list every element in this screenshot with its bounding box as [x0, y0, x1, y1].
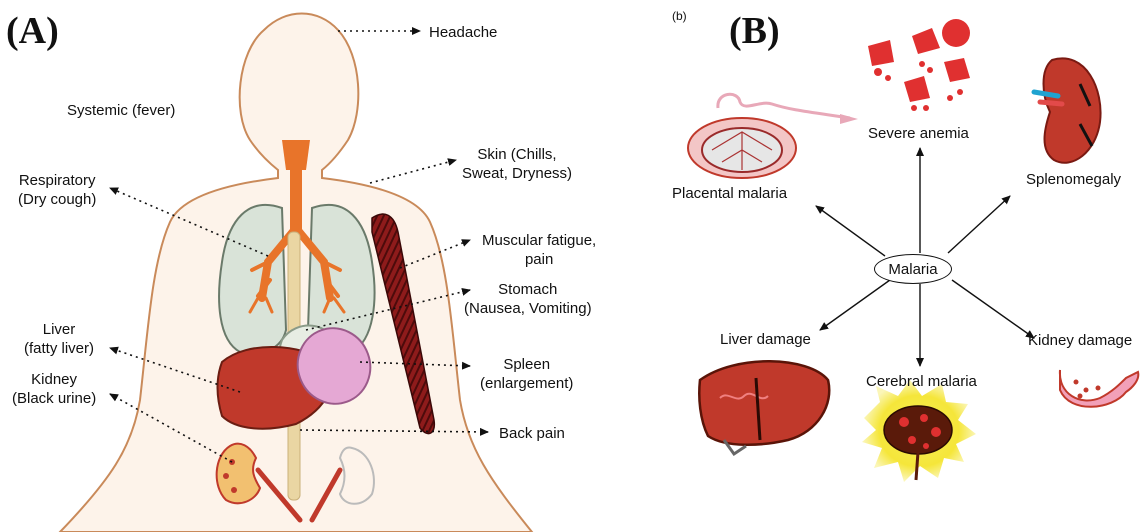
label-liver-damage: Liver damage [720, 330, 811, 349]
damaged-kidney-illustration [1060, 370, 1138, 407]
label-kidney: Kidney (Black urine) [12, 370, 96, 408]
label-headache: Headache [429, 23, 497, 42]
label-skin: Skin (Chills, Sweat, Dryness) [462, 145, 572, 183]
label-muscular-line-1: Muscular fatigue, [482, 231, 596, 250]
label-liver-line-1: Liver [24, 320, 94, 339]
arrow-liver-damage [820, 280, 890, 330]
damaged-liver-illustration [699, 361, 829, 454]
label-severe-anemia: Severe anemia [868, 124, 969, 143]
label-liver: Liver (fatty liver) [24, 320, 94, 358]
label-muscular-line-2: pain [482, 250, 596, 269]
label-respiratory-line-1: Respiratory [18, 171, 96, 190]
label-stomach-line-1: Stomach [464, 280, 592, 299]
panel-b-label: (B) [729, 12, 780, 50]
panel-a-label: (A) [6, 12, 59, 50]
brain-illustration [862, 380, 976, 482]
label-spleen-line-1: Spleen [480, 355, 573, 374]
pointer-skin [370, 160, 456, 183]
label-systemic-fever: Systemic (fever) [67, 101, 175, 120]
label-respiratory-line-2: (Dry cough) [18, 190, 96, 209]
malaria-center-node: Malaria [874, 254, 952, 284]
label-stomach-line-2: (Nausea, Vomiting) [464, 299, 592, 318]
label-splenomegaly: Splenomegaly [1026, 170, 1121, 189]
label-cerebral-malaria: Cerebral malaria [866, 372, 977, 391]
label-muscular: Muscular fatigue, pain [482, 231, 596, 269]
arrow-placental-malaria [816, 206, 885, 256]
label-liver-line-2: (fatty liver) [24, 339, 94, 358]
label-skin-line-2: Sweat, Dryness) [462, 164, 572, 183]
placenta-illustration [688, 94, 858, 178]
label-spleen-line-2: (enlargement) [480, 374, 573, 393]
arrow-kidney-damage [952, 280, 1034, 338]
label-placental-malaria: Placental malaria [672, 184, 787, 203]
panel-b-small-label: (b) [672, 10, 687, 22]
label-kidney-damage: Kidney damage [1028, 331, 1132, 350]
spleen-illustration [1034, 58, 1101, 162]
label-kidney-line-2: (Black urine) [12, 389, 96, 408]
red-blood-cells-illustration [868, 19, 970, 111]
label-stomach: Stomach (Nausea, Vomiting) [464, 280, 592, 318]
label-skin-line-1: Skin (Chills, [462, 145, 572, 164]
arrow-splenomegaly [948, 196, 1010, 253]
label-kidney-line-1: Kidney [12, 370, 96, 389]
label-back-pain: Back pain [499, 424, 565, 443]
label-respiratory: Respiratory (Dry cough) [18, 171, 96, 209]
label-spleen: Spleen (enlargement) [480, 355, 573, 393]
